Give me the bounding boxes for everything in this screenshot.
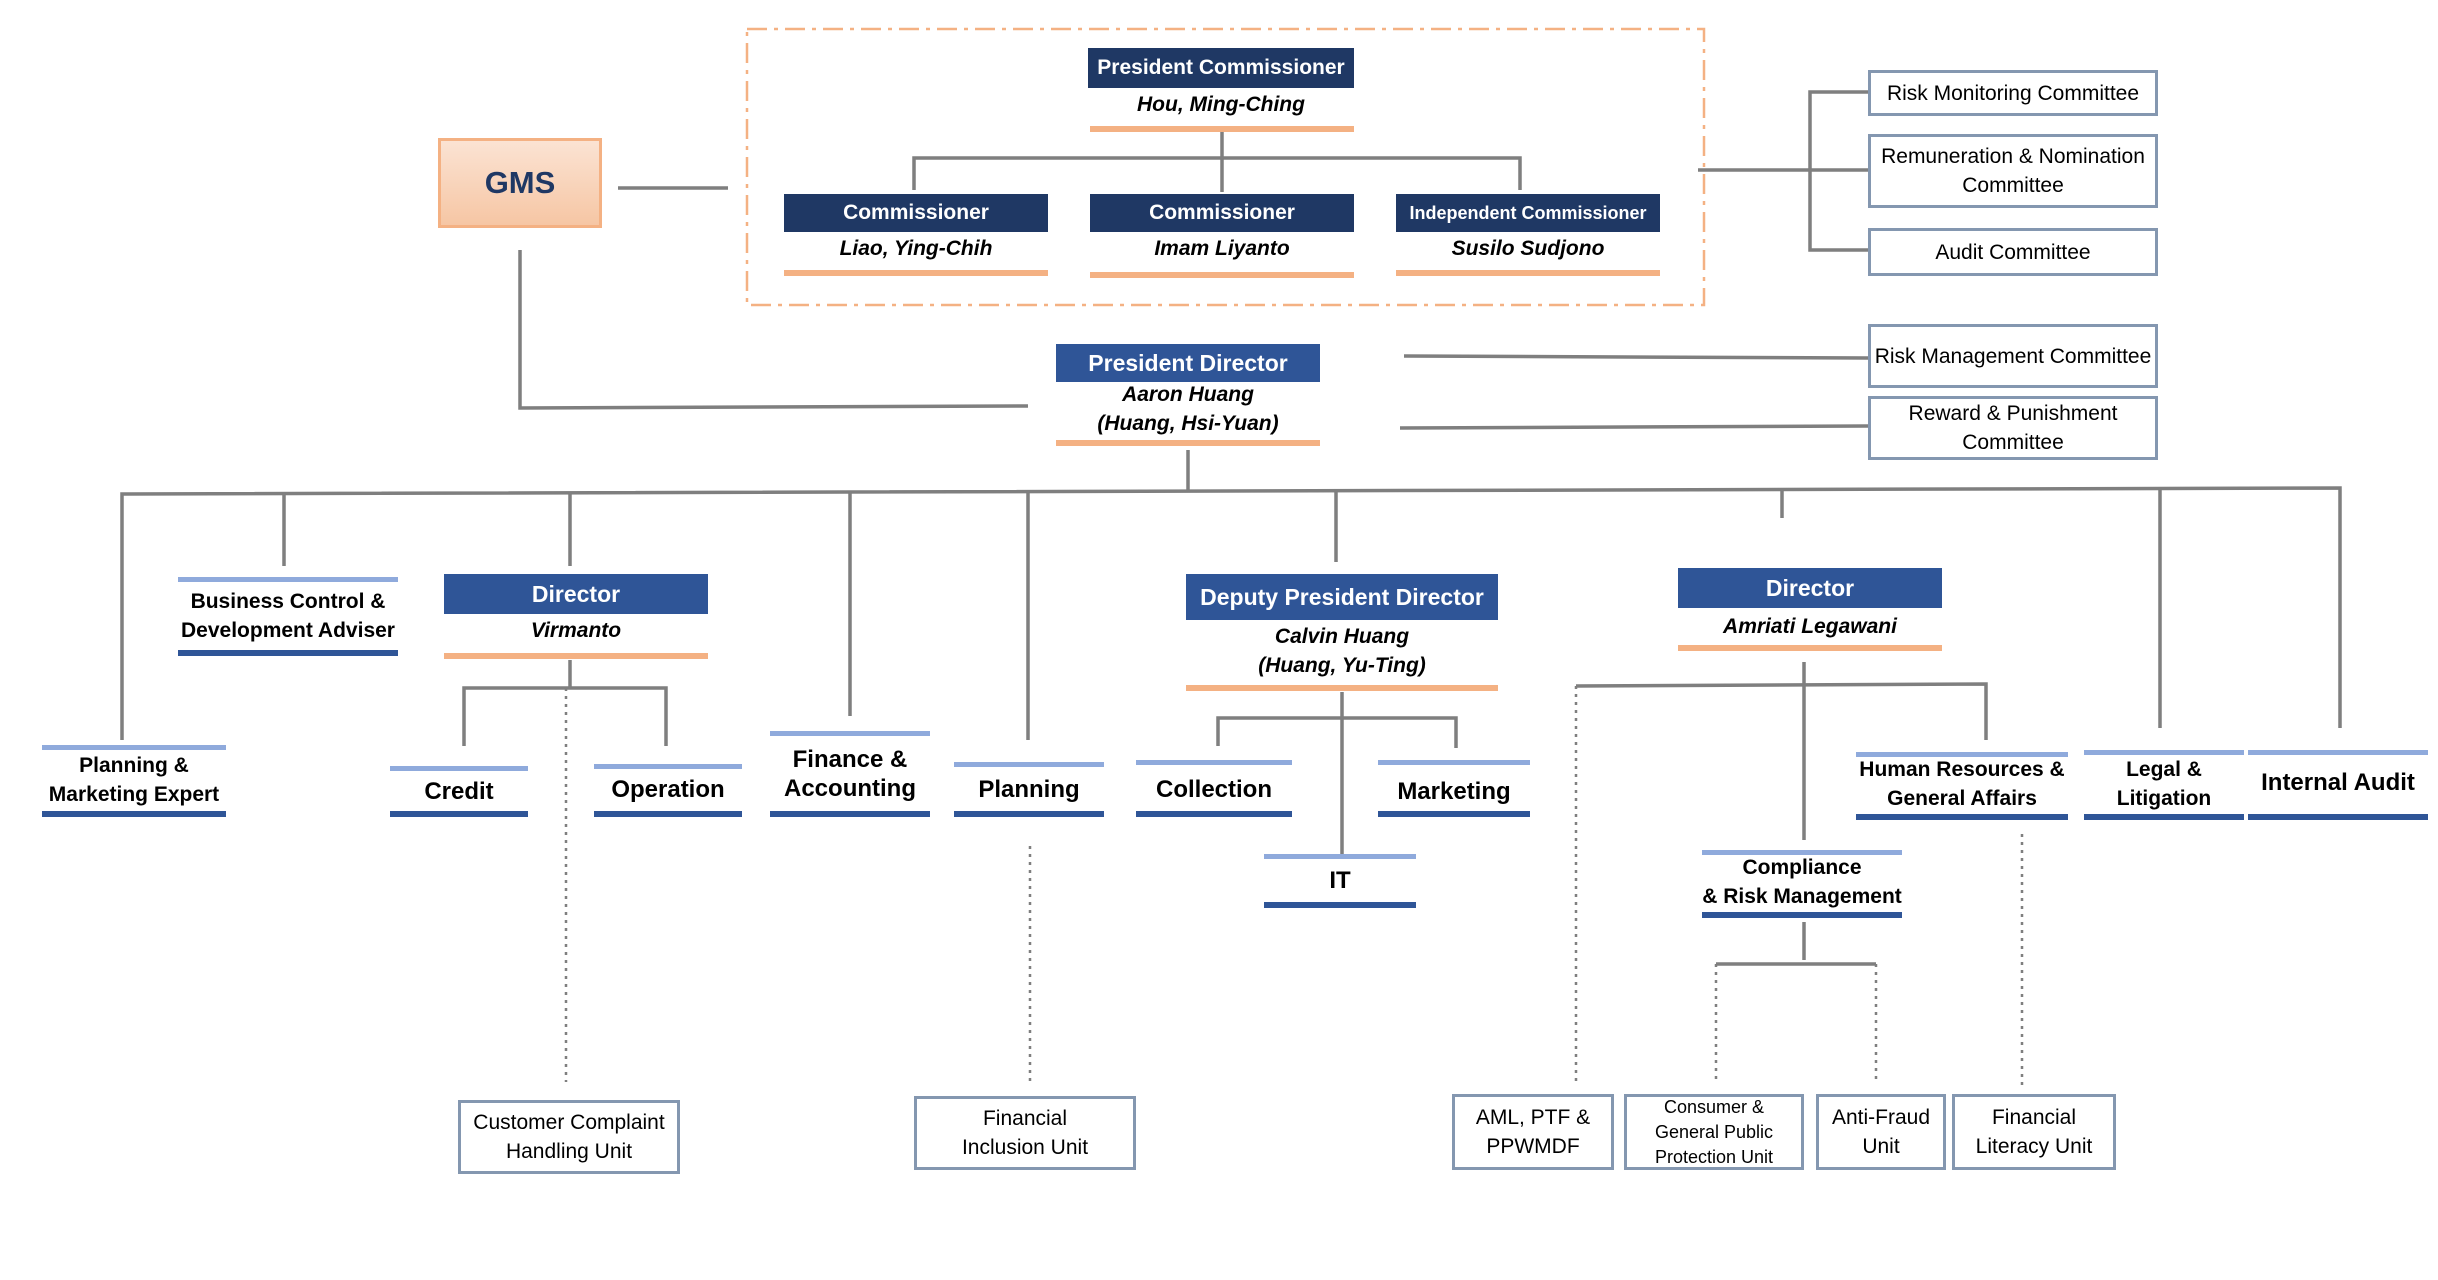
unit-credit: Credit (424, 777, 494, 805)
aml-ptf-ppwmdf-unit: AML, PTF &PPWMDF (1452, 1094, 1614, 1170)
commissioner-1-name: Liao, Ying-Chih (839, 237, 993, 260)
unit-human-resources: Human Resources &General Affairs (1859, 758, 2065, 810)
director-right-name: Amriati Legawani (1723, 615, 1897, 638)
unit-it: IT (1329, 866, 1351, 894)
unit-planning: Planning (978, 775, 1080, 803)
unit-legal-litigation: Legal &Litigation (2116, 758, 2212, 810)
reward-punishment-committee: Reward & Punishment Committee (1868, 396, 2158, 460)
unit-finance-accounting: Finance &Accounting (784, 746, 916, 802)
independent-commissioner-title: Independent Commissioner (1396, 194, 1660, 232)
director-right-title: Director (1678, 568, 1942, 608)
business-control-development-adviser: Business Control &Development Adviser (181, 590, 395, 642)
gms-box: GMS (438, 138, 602, 228)
unit-internal-audit: Internal Audit (2261, 768, 2415, 796)
president-director-title: President Director (1056, 344, 1320, 382)
risk-monitoring-committee: Risk Monitoring Committee (1868, 70, 2158, 116)
president-commissioner-title: President Commissioner (1088, 48, 1354, 88)
commissioner-2-name: Imam Liyanto (1154, 237, 1290, 260)
unit-marketing: Marketing (1397, 777, 1511, 805)
commissioner-2-title: Commissioner (1090, 194, 1354, 232)
deputy-president-director-name: Calvin Huang (Huang, Yu-Ting) (1258, 625, 1426, 677)
remuneration-nomination-committee: Remuneration & Nomination Committee (1868, 134, 2158, 208)
risk-management-committee: Risk Management Committee (1868, 324, 2158, 388)
deputy-president-director-title: Deputy President Director (1186, 574, 1498, 620)
audit-committee: Audit Committee (1868, 228, 2158, 276)
unit-compliance-risk-management: Compliance& Risk Management (1702, 856, 1902, 908)
unit-operation: Operation (611, 775, 725, 803)
gms-label: GMS (484, 165, 556, 200)
commissioner-1-title: Commissioner (784, 194, 1048, 232)
director-left-name: Virmanto (530, 619, 622, 642)
planning-marketing-expert: Planning &Marketing Expert (48, 754, 220, 806)
president-director-name: Aaron Huang (Huang, Hsi-Yuan) (1097, 383, 1279, 435)
unit-collection: Collection (1155, 775, 1272, 803)
president-commissioner-name: Hou, Ming-Ching (1137, 93, 1305, 116)
independent-commissioner-name: Susilo Sudjono (1451, 237, 1605, 260)
director-left-title: Director (444, 574, 708, 614)
